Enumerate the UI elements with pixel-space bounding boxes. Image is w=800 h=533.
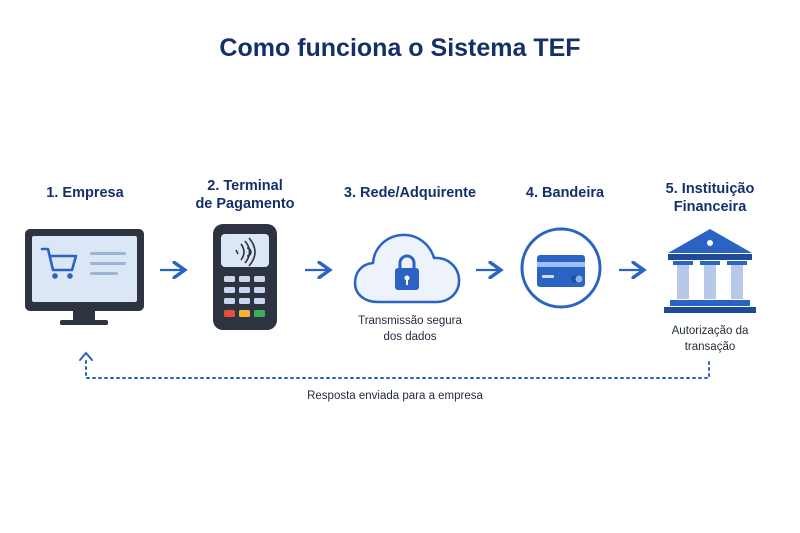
step-2-label-line2: de Pagamento <box>195 196 295 212</box>
step-3-label: 3. Rede/Adquirente <box>343 185 477 201</box>
step-5-caption: Autorização da transação <box>640 323 780 355</box>
diagram-title: Como funciona o Sistema TEF <box>219 34 581 62</box>
computer-cart-icon <box>25 229 144 325</box>
bank-icon <box>664 229 756 313</box>
credit-card-icon <box>520 227 602 309</box>
step-5-label-line2: Financeira <box>673 199 747 215</box>
step-5-caption-line1: Autorização da <box>671 325 749 337</box>
step-1-label: 1. Empresa <box>46 185 124 201</box>
return-caption: Resposta enviada para a empresa <box>307 390 483 402</box>
cloud-lock-icon <box>353 233 461 304</box>
step-3-caption-line2: dos dados <box>383 331 437 343</box>
step-5-caption-line2: transação <box>684 341 736 353</box>
step-3-caption-line1: Transmissão segura <box>358 315 462 327</box>
step-2-label-line1: 2. Terminal <box>207 178 283 194</box>
step-4-label: 4. Bandeira <box>525 185 605 201</box>
step-5-label-line1: 5. Instituição <box>665 181 755 197</box>
step-5-label: 5. Instituição Financeira <box>640 180 780 216</box>
return-arrow <box>79 351 710 379</box>
step-2-label: 2. Terminal de Pagamento <box>175 177 315 213</box>
step-3-caption: Transmissão segura dos dados <box>330 313 490 345</box>
payment-terminal-icon <box>213 224 277 330</box>
